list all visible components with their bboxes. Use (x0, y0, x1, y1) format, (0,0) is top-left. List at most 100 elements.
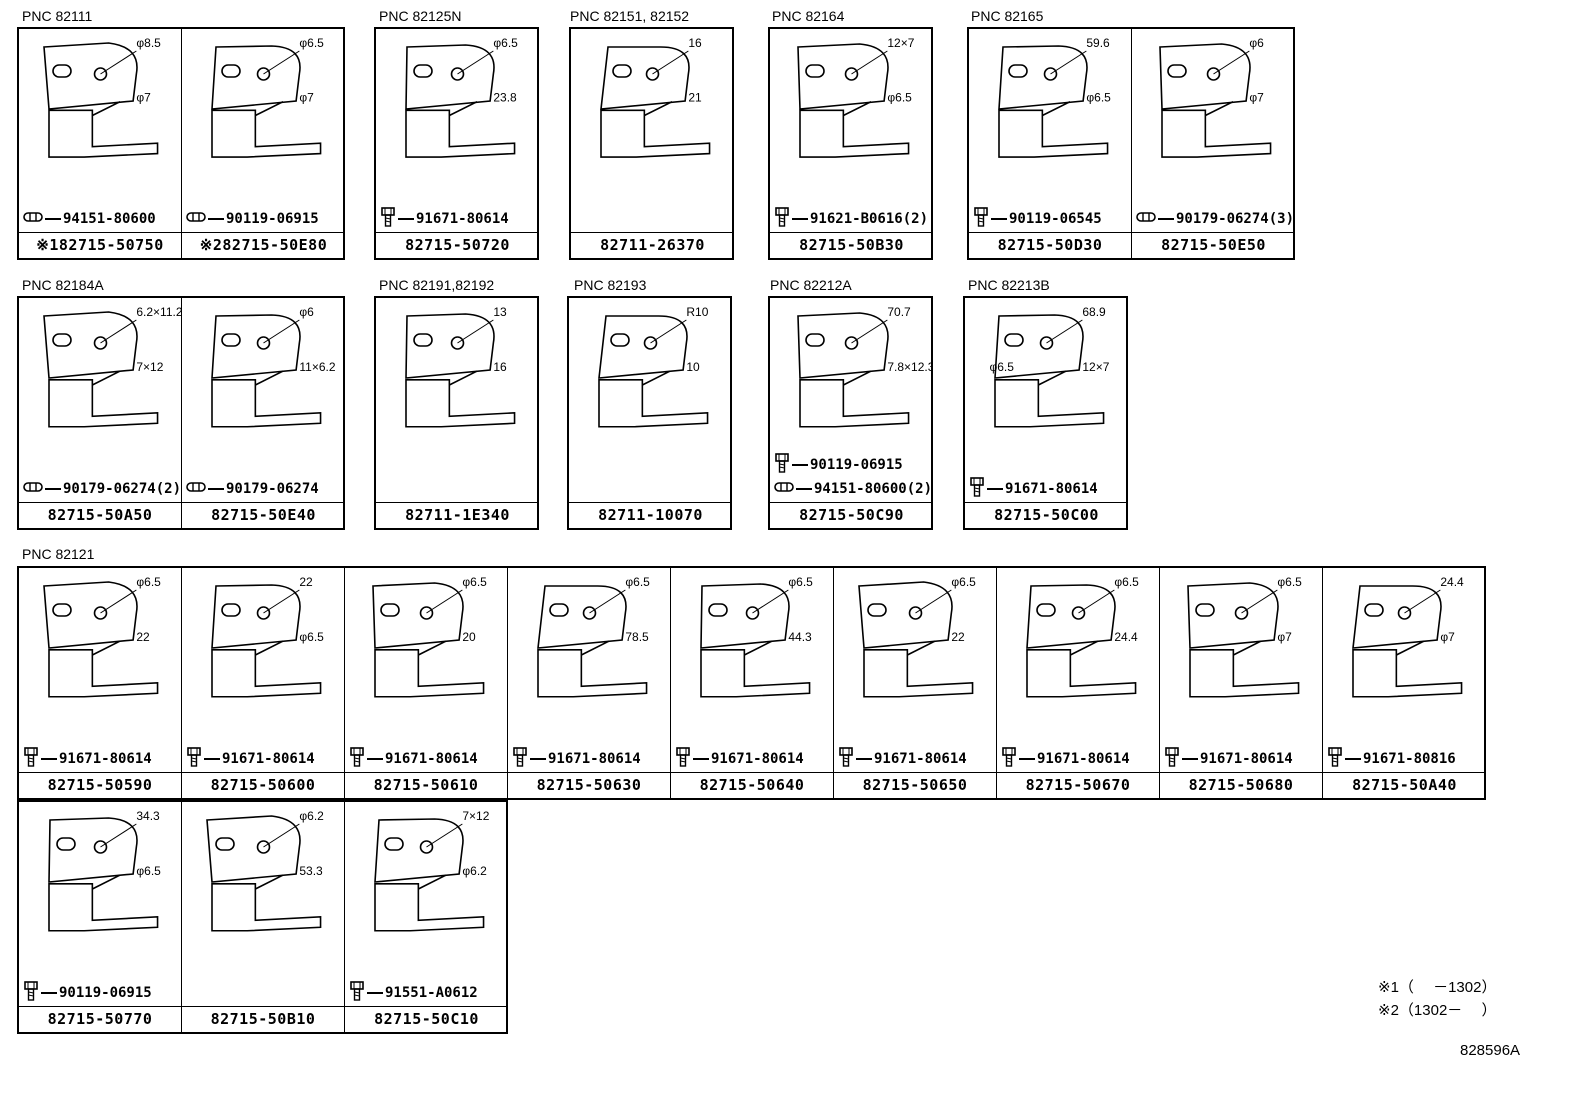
fastener-part-number: 91671-80614 (874, 751, 967, 767)
part-number[interactable]: 82715-50D30 (969, 232, 1131, 258)
fastener-callout: 90179-06274(2) (23, 479, 181, 499)
fastener-part-number: 91671-80614 (1200, 751, 1293, 767)
dimension-label: 23.8 (493, 91, 517, 105)
dimension-label: 24.4 (1440, 575, 1464, 589)
part-number[interactable]: 82715-50A40 (1323, 772, 1486, 798)
dimension-label: φ6.5 (1114, 575, 1139, 589)
dimension-label: φ6.5 (788, 575, 813, 589)
part-number[interactable]: 82715-50670 (997, 772, 1159, 798)
leader-line (367, 992, 383, 994)
part-number[interactable]: 82715-50720 (376, 232, 539, 258)
dimension-label: 59.6 (1086, 36, 1110, 50)
fastener-part-number: 91671-80614 (1037, 751, 1130, 767)
pnc-label: PNC 82164 (772, 8, 845, 24)
dimension-label: φ7 (136, 91, 151, 105)
part-number[interactable]: 82715-50640 (671, 772, 833, 798)
leader-line (1158, 218, 1174, 220)
part-number[interactable]: 82715-50C00 (965, 502, 1128, 528)
part-number[interactable]: 82715-50E50 (1132, 232, 1295, 258)
part-number[interactable]: 82715-50600 (182, 772, 344, 798)
bracket-drawing: 70.77.8×12.3 (797, 305, 933, 428)
pnc-label: PNC 82193 (574, 277, 647, 293)
part-number[interactable]: 82711-10070 (569, 502, 732, 528)
bracket-drawing: φ6.524.4 (1026, 575, 1139, 698)
part-number[interactable]: 82715-50610 (345, 772, 507, 798)
bracket-drawing: φ6.522 (43, 575, 161, 698)
part-number[interactable]: 82715-50590 (19, 772, 181, 798)
bracket-drawing: 24.4φ7 (1352, 575, 1464, 698)
fastener-callout: 90119-06545 (973, 207, 1102, 229)
part-number[interactable]: 82715-50770 (19, 1006, 181, 1032)
fastener-part-number: 90179-06274(3) (1176, 211, 1295, 227)
nut-icon (186, 211, 206, 227)
part-number[interactable]: ※182715-50750 (19, 232, 181, 258)
part-number[interactable]: 82715-50B10 (182, 1006, 344, 1032)
bolt-icon (349, 747, 365, 771)
fastener-part-number: 91671-80816 (1363, 751, 1456, 767)
bolt-icon (838, 747, 854, 771)
dimension-label: 12×7 (887, 36, 914, 50)
pnc-label: PNC 82184A (22, 277, 104, 293)
part-number[interactable]: 82715-50A50 (19, 502, 181, 528)
pnc-label: PNC 82125N (379, 8, 462, 24)
part-number[interactable]: 82711-1E340 (376, 502, 539, 528)
leader-line (45, 488, 61, 490)
dimension-label: 68.9 (1082, 305, 1106, 319)
part-number[interactable]: 82715-50B30 (770, 232, 933, 258)
dimension-label: φ6.5 (951, 575, 976, 589)
bracket-drawing: φ6.544.3 (700, 575, 813, 698)
part-number[interactable]: 82715-50C10 (345, 1006, 508, 1032)
footnote-1: ※1（ －1302） (1378, 979, 1497, 996)
fastener-part-number: 90119-06545 (1009, 211, 1102, 227)
part-number[interactable]: 82715-50680 (1160, 772, 1322, 798)
part-number[interactable]: 82715-50630 (508, 772, 670, 798)
part-number[interactable]: 82715-50650 (834, 772, 996, 798)
leader-line (204, 758, 220, 760)
fastener-callout: 90119-06915 (186, 209, 319, 229)
leader-line (530, 758, 546, 760)
fastener-part-number: 91671-80614 (416, 211, 509, 227)
bolt-icon (512, 747, 528, 771)
leader-line (991, 218, 1007, 220)
part-number[interactable]: 82711-26370 (571, 232, 734, 258)
part-number[interactable]: 82715-50E40 (182, 502, 345, 528)
bracket-drawing: φ6.578.5 (537, 575, 650, 698)
bolt-icon (23, 747, 39, 771)
part-number[interactable]: 82715-50C90 (770, 502, 933, 528)
fastener-part-number: 91671-80614 (222, 751, 315, 767)
leader-line (792, 464, 808, 466)
dimension-label: φ6.5 (887, 91, 912, 105)
bracket-drawing: φ6.522 (858, 575, 976, 698)
part-number[interactable]: ※282715-50E80 (182, 232, 345, 258)
fastener-callout: 90179-06274(3) (1136, 209, 1294, 229)
leader-line (208, 488, 224, 490)
bolt-icon (675, 747, 691, 771)
fastener-part-number: 91671-80614 (59, 751, 152, 767)
dimension-label: 10 (686, 360, 700, 374)
leader-line (208, 218, 224, 220)
fastener-callout: 94151-80600(2) (774, 479, 932, 499)
